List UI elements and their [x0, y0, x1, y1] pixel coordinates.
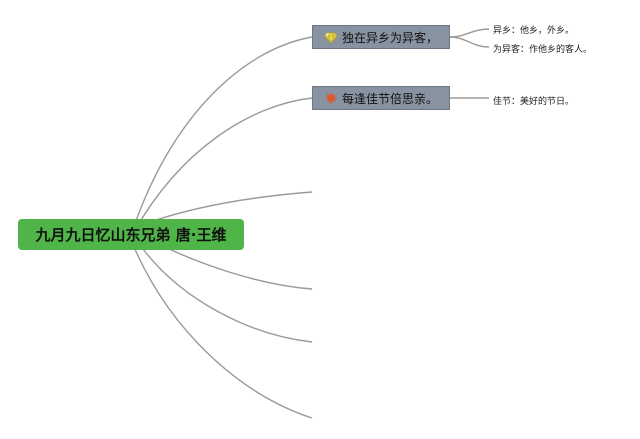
connector-root-empty-3: [139, 244, 313, 343]
maple-leaf-icon: [324, 91, 338, 105]
gem-icon: [324, 30, 338, 44]
note-branch-1-2: 为异客：作他乡的客人。: [493, 45, 593, 55]
connector-root-empty-4: [133, 246, 313, 419]
connector-root-empty-1: [149, 191, 313, 223]
connector-root-branch-1: [131, 36, 313, 233]
branch-node-2[interactable]: 每逢佳节倍思亲。: [312, 86, 450, 110]
branch-node-2-label: 每逢佳节倍思亲。: [342, 91, 439, 106]
note-branch-1-1: 异乡：他乡，外乡。: [493, 26, 575, 36]
branch-node-1[interactable]: 独在异乡为异客，: [312, 25, 450, 49]
root-node[interactable]: 九月九日忆山东兄弟 唐·王维: [18, 219, 244, 250]
connector-root-branch-2: [133, 97, 313, 233]
root-node-label: 九月九日忆山东兄弟 唐·王维: [35, 226, 227, 244]
connector-branch-1-note-2: [449, 36, 490, 48]
connector-branch-1-note-1: [449, 28, 490, 38]
branch-node-1-label: 独在异乡为异客，: [342, 30, 439, 45]
note-branch-2-1: 佳节：美好的节日。: [493, 97, 575, 107]
